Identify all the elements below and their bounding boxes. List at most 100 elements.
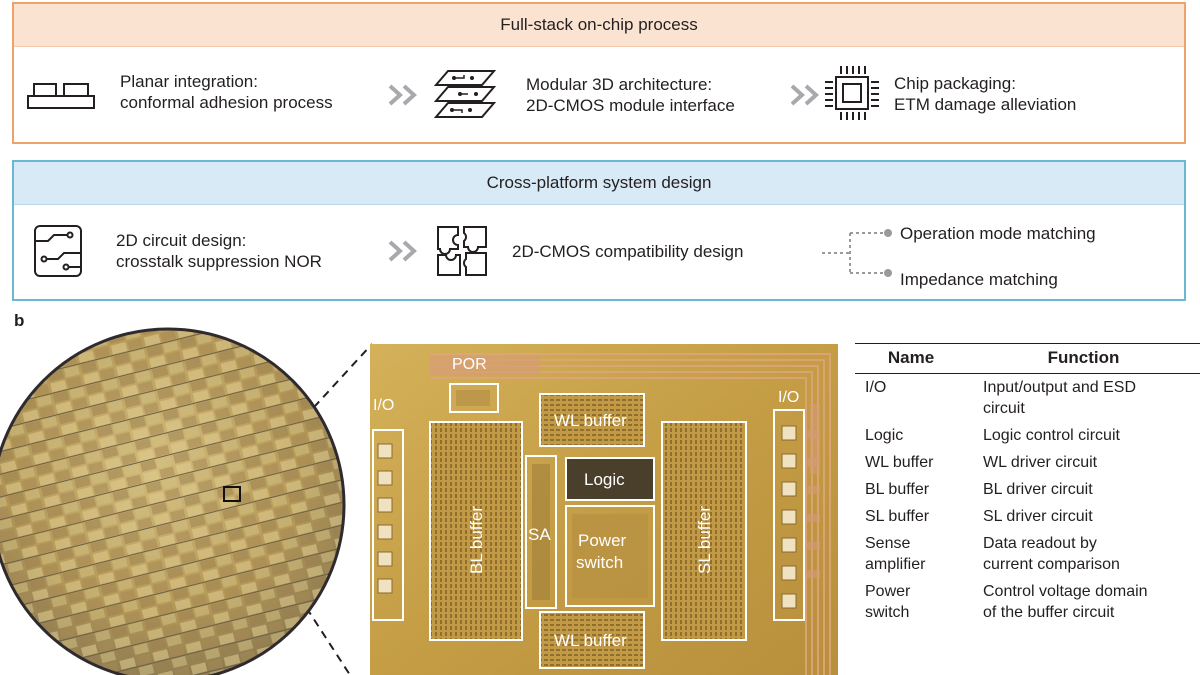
por-label: POR	[452, 356, 487, 373]
wl-buffer-top-label: WL buffer	[554, 411, 627, 430]
table-cell-function-line: WL driver circuit	[983, 454, 1098, 471]
table-cell-name-line: amplifier	[865, 556, 926, 573]
power-switch-label-1: Power	[578, 531, 627, 550]
io-left-block	[372, 429, 404, 621]
step-planar-line1: Planar integration:	[120, 72, 258, 91]
table-cell-name-line: switch	[865, 604, 910, 621]
table-row: Sense amplifier Data readout by current com…	[855, 530, 1200, 578]
bl-buffer-block	[429, 421, 523, 641]
logic-block	[565, 457, 655, 501]
table-cell-function-line: current comparison	[983, 556, 1120, 573]
table-cell-function-line: Data readout by	[983, 535, 1097, 552]
power-switch-block	[565, 505, 655, 607]
step-modular-3d: Modular 3D architecture: 2D-CMOS module …	[432, 67, 735, 123]
por-block	[449, 383, 499, 413]
step-2d-circuit-design: 2D circuit design: crosstalk suppression…	[32, 223, 322, 279]
sl-buffer-block	[661, 421, 747, 641]
table-cell-function: Logic control circuit	[967, 422, 1200, 449]
branch-impedance: Impedance matching	[900, 269, 1058, 290]
logic-label: Logic	[584, 470, 625, 489]
table-cell-name: SL buffer	[855, 503, 967, 530]
step-circuit-line2: crosstalk suppression NOR	[116, 252, 322, 271]
step-compatibility-line1: 2D-CMOS compatibility design	[512, 241, 744, 261]
step-packaging-line1: Chip packaging:	[894, 74, 1016, 93]
table-cell-function: SL driver circuit	[967, 503, 1200, 530]
table-row: Power switch Control voltage domain of the …	[855, 578, 1200, 626]
block-function-table: Name Function I/O Input/output and ESD cir…	[855, 343, 1200, 626]
table-header-name: Name	[855, 343, 967, 374]
table-row: WL buffer WL driver circuit	[855, 449, 1200, 476]
io-left-label: I/O	[373, 397, 394, 414]
process-panel: Full-stack on-chip process Planar integr…	[12, 2, 1186, 144]
table-row: SL buffer SL driver circuit	[855, 503, 1200, 530]
branch-operation-mode-label: Operation mode matching	[900, 224, 1096, 243]
table-cell-name-line: I/O	[865, 379, 887, 396]
table-row: BL buffer BL driver circuit	[855, 476, 1200, 503]
table-row: I/O Input/output and ESD circuit	[855, 374, 1200, 423]
table-cell-name: Power switch	[855, 578, 967, 626]
io-right-block	[773, 409, 805, 621]
table-cell-name-line: Sense	[865, 535, 911, 552]
table-cell-function-line: SL driver circuit	[983, 508, 1093, 525]
process-steps-row: Planar integration: conformal adhesion p…	[14, 47, 1184, 143]
chip-package-icon	[825, 66, 879, 120]
double-chevron-icon	[388, 240, 417, 262]
step-modular-line1: Modular 3D architecture:	[526, 75, 713, 94]
branch-impedance-label: Impedance matching	[900, 270, 1058, 289]
table-cell-function-line: circuit	[983, 400, 1025, 417]
table-cell-function-line: Logic control circuit	[983, 427, 1120, 444]
wl-buffer-bottom-label: WL buffer	[554, 631, 627, 650]
table-cell-function-line: BL driver circuit	[983, 481, 1093, 498]
double-chevron-icon	[388, 84, 417, 106]
step-chip-packaging: Chip packaging: ETM damage alleviation	[822, 63, 1076, 125]
branch-connector-icon	[822, 229, 892, 277]
sl-buffer-label: SL buffer	[695, 506, 714, 574]
system-design-row: 2D circuit design: crosstalk suppression…	[14, 205, 1184, 301]
wl-buffer-bottom-block	[539, 611, 645, 669]
table-cell-name-line: WL buffer	[865, 454, 934, 471]
table-cell-name: Sense amplifier	[855, 530, 967, 578]
table-cell-name-line: Power	[865, 583, 911, 600]
stacked-layers-icon	[433, 70, 497, 118]
panel-b-label: b	[14, 311, 25, 330]
step-packaging-line2: ETM damage alleviation	[894, 95, 1077, 114]
wl-buffer-top-block	[539, 393, 645, 447]
step-modular-line2: 2D-CMOS module interface	[526, 96, 735, 115]
step-2d-cmos-compatibility: 2D-CMOS compatibility design	[434, 223, 743, 279]
step-planar-line2: conformal adhesion process	[120, 93, 333, 112]
die-micrograph: POR I/O BL buffer SA WL buffer Logic Pow…	[370, 344, 838, 675]
wafer-photo	[0, 327, 350, 675]
table-cell-function: Control voltage domain of the buffer circ…	[967, 578, 1200, 626]
table-cell-function-line: Input/output and ESD	[983, 379, 1136, 396]
branch-operation-mode: Operation mode matching	[900, 223, 1096, 244]
table-cell-function: Input/output and ESD circuit	[967, 374, 1200, 423]
bl-buffer-label: BL buffer	[467, 506, 486, 574]
table-cell-name-line: BL buffer	[865, 481, 930, 498]
table-cell-function-line: Control voltage domain	[983, 583, 1148, 600]
table-cell-function: Data readout by current comparison	[967, 530, 1200, 578]
sa-block	[525, 455, 557, 609]
table-cell-function-line: of the buffer circuit	[983, 604, 1115, 621]
power-switch-label-2: switch	[576, 553, 623, 572]
table-header-function: Function	[967, 343, 1200, 374]
table-cell-name: Logic	[855, 422, 967, 449]
system-design-panel-title: Cross-platform system design	[14, 162, 1184, 205]
step-planar-integration: Planar integration: conformal adhesion p…	[26, 71, 333, 113]
table-cell-name: I/O	[855, 374, 967, 423]
double-chevron-icon	[790, 84, 819, 106]
table-cell-name-line: Logic	[865, 427, 904, 444]
system-design-panel: Cross-platform system design 2D circuit …	[12, 160, 1186, 301]
io-right-label: I/O	[778, 389, 799, 406]
table-cell-name-line: SL buffer	[865, 508, 930, 525]
table-cell-name: BL buffer	[855, 476, 967, 503]
table-row: Logic Logic control circuit	[855, 422, 1200, 449]
zoom-marker	[223, 486, 241, 502]
table-cell-function: BL driver circuit	[967, 476, 1200, 503]
circuit-board-icon	[34, 225, 82, 277]
process-panel-title: Full-stack on-chip process	[14, 4, 1184, 47]
sa-label: SA	[528, 525, 551, 544]
planar-blocks-icon	[27, 83, 95, 109]
table-header-row: Name Function	[855, 343, 1200, 374]
table-cell-name: WL buffer	[855, 449, 967, 476]
